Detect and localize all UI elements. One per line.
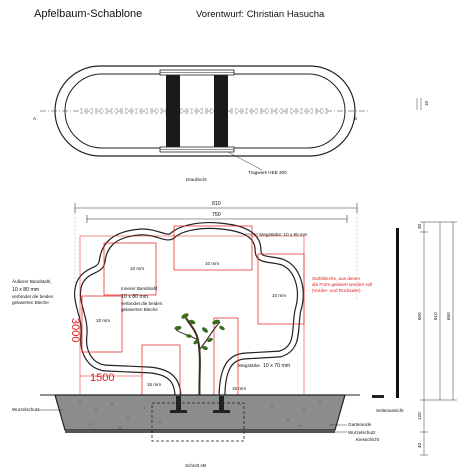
section-view: 810 750 10 mm 10 mm 10 mm 10 mm 15 mm 15…	[12, 201, 380, 468]
red-width-dim: 1500	[90, 372, 114, 384]
red-height-dim: 3000	[69, 318, 81, 342]
tree-branch-left	[175, 329, 199, 341]
anchor-plate-left	[170, 410, 187, 413]
sheet-title: Apfelbaum-Schablone	[34, 8, 142, 20]
red-note-line-3: (Vorder- und Rückseite)	[312, 288, 361, 293]
side-dim-40: 40	[417, 442, 422, 448]
stegstaerke-bottom-label: Stegstärke	[238, 363, 260, 368]
root-barrier-box	[151, 402, 245, 442]
plan-label-b: B	[354, 116, 357, 121]
gravel-layer	[65, 430, 335, 433]
dim-10mm-a: 10 mm	[130, 266, 144, 271]
red-note-line-2: die Form gelasert werden soll	[312, 282, 372, 287]
red-note-line-1: Stahlbleche, aus denen	[312, 276, 360, 281]
dim-15mm-a: 15 mm	[147, 382, 161, 387]
support-label: Tragwerk HEB 300	[248, 170, 287, 175]
outer-band-line-3: verbindet die beiden	[12, 294, 54, 299]
inner-band-line-4: gelaserten Bleche	[121, 307, 158, 312]
soil-fill	[55, 395, 345, 430]
stegstaerke-top-label: Stegstärke: 10 x 80 mm	[259, 232, 308, 237]
anchor-post-right	[219, 396, 224, 410]
side-view-plate	[396, 228, 399, 398]
dim-10mm-c: 10 mm	[272, 293, 286, 298]
inner-band-line-1: Innerer Bandstahl,	[121, 286, 159, 291]
kiesschicht-label: Kiesschicht	[356, 437, 380, 442]
gartenerde-label: Gartenerde	[348, 422, 372, 427]
dim-10mm-d: 10 mm	[96, 318, 110, 323]
dim-10mm-b: 10 mm	[205, 261, 219, 266]
outer-band-line-4: gelaserten Bleche	[12, 300, 49, 305]
side-dim-120: 120	[417, 412, 422, 420]
plan-label-a: A	[33, 116, 37, 121]
plan-support-beam-left	[166, 70, 180, 152]
red-box-upper-center	[173, 225, 253, 271]
tree-branch-right	[198, 321, 221, 351]
side-dim-30: 30	[417, 223, 422, 229]
plan-view: A B Tragwerk HEB 300 Draufsicht 10	[33, 65, 429, 182]
sheet-subtitle: Vorentwurf: Christian Hasucha	[196, 9, 325, 20]
plan-dim-10: 10	[424, 100, 429, 106]
anchor-post-left	[176, 396, 181, 410]
stegstaerke-bottom-value: 10 x 70 mm	[263, 363, 290, 369]
red-box-upper-left	[103, 242, 157, 296]
outer-band-line-2: 10 x 80 mm	[12, 287, 39, 293]
plan-support-beam-right	[214, 70, 228, 152]
side-view-anchor	[372, 395, 384, 398]
wurzelschutz-right-label: Wurzelschutz	[348, 430, 376, 435]
apple-tree	[174, 313, 225, 409]
inner-band-line-3: verbindet die beiden	[121, 301, 163, 306]
dim-15mm-b: 15 mm	[232, 386, 246, 391]
wurzelschutz-left-label: Wurzelschutz	[12, 407, 40, 412]
dim-750: 750	[212, 212, 221, 218]
soil-texture	[79, 401, 321, 429]
side-view: Seitenansicht 30 600 610 650 120 40	[372, 221, 457, 456]
anchor-plate-right	[213, 410, 230, 413]
section-caption: Schnitt AB	[185, 463, 206, 468]
side-view-label: Seitenansicht	[376, 408, 404, 413]
inner-band-line-2: 10 x 80 mm	[121, 294, 148, 300]
dim-810: 810	[212, 201, 221, 207]
side-dim-600: 600	[417, 312, 422, 320]
side-dim-610: 610	[433, 312, 438, 320]
plan-caption: Draufsicht	[186, 177, 207, 182]
support-leader-line	[227, 151, 263, 171]
outer-band-line-1: Äußerer Bandstahl,	[12, 278, 52, 284]
side-dim-650: 650	[446, 312, 451, 320]
red-box-left	[81, 295, 123, 353]
tree-leaves	[174, 313, 225, 350]
